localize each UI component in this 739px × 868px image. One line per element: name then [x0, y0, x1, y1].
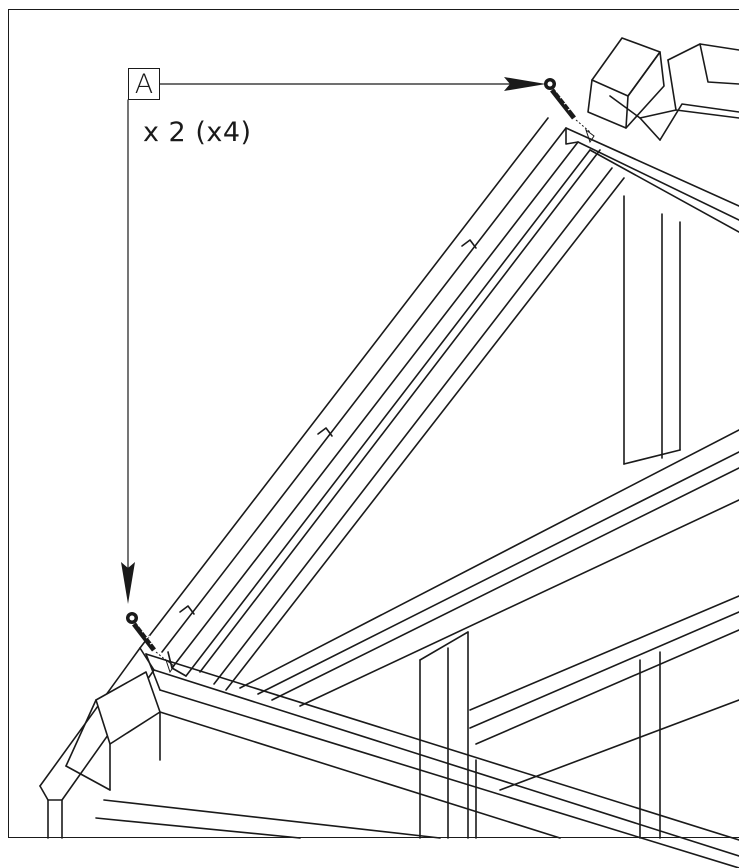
sloped-fascia-board — [139, 117, 625, 691]
drawing-frame — [8, 9, 739, 838]
ridge-cap-pieces — [587, 37, 739, 141]
screw-top — [544, 78, 595, 144]
vertical-posts-upper — [623, 195, 681, 465]
quantity-text: x 2 (x4) — [143, 117, 252, 148]
upper-horizontal-beam — [565, 127, 739, 233]
lower-horizontal-fascia — [95, 653, 739, 868]
callout-label: A — [134, 68, 154, 100]
callout-label-box: A — [128, 68, 160, 100]
callout-arrowheads — [121, 77, 546, 604]
lower-gable-corner — [39, 647, 161, 839]
screw-bottom — [126, 612, 175, 674]
callout-leaders — [127, 83, 511, 573]
diagonal-braces — [239, 429, 739, 791]
